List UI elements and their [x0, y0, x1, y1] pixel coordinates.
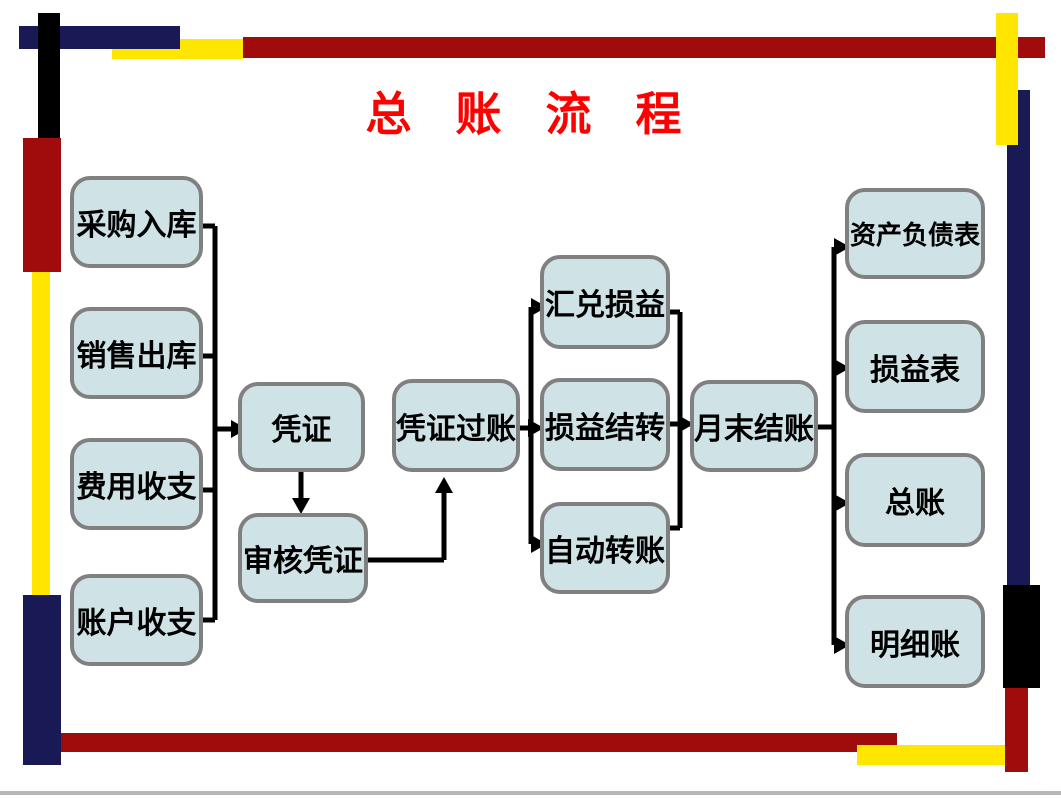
node-month-end-closing: 月末结账	[690, 380, 818, 472]
deco-bottom-yellow-bar	[857, 745, 1006, 765]
node-label: 审核凭证	[243, 544, 363, 579]
node-label: 账户收支	[76, 606, 197, 641]
deco-top-red-bar	[243, 37, 1045, 58]
node-general-ledger: 总账	[845, 453, 985, 547]
node-label: 损益结转	[545, 410, 665, 446]
page-title: 总 账 流 程	[365, 87, 696, 141]
deco-right-red-bar	[1005, 688, 1028, 772]
connector-month-end-to-reports	[818, 238, 850, 654]
node-detail-ledger: 明细账	[845, 595, 985, 688]
node-label: 损益表	[870, 352, 960, 388]
node-voucher: 凭证	[238, 382, 365, 472]
connector-voucher-to-audit	[292, 472, 310, 514]
node-voucher-audit: 审核凭证	[238, 513, 368, 603]
deco-left-yellow-bar	[32, 272, 50, 595]
node-label: 明细账	[870, 627, 960, 663]
node-label: 自动转账	[545, 534, 665, 569]
deco-bottom-red-bar	[61, 733, 897, 752]
node-voucher-posting: 凭证过账	[392, 379, 520, 472]
node-label: 汇兑损益	[545, 288, 665, 323]
deco-left-red-block	[23, 138, 61, 272]
node-label: 月末结账	[694, 412, 814, 447]
node-label: 资产负债表	[849, 221, 980, 251]
node-label: 总账	[885, 486, 945, 521]
bottom-divider-line	[0, 791, 1061, 795]
node-auto-transfer: 自动转账	[540, 502, 670, 594]
node-purchase-inbound: 采购入库	[70, 176, 203, 268]
node-balance-sheet: 资产负债表	[845, 188, 985, 279]
node-label: 销售出库	[76, 339, 197, 374]
node-profit-loss-carryover: 损益结转	[540, 378, 670, 471]
deco-topleft-black-bar	[38, 13, 60, 138]
node-income-statement: 损益表	[845, 320, 985, 413]
node-label: 费用收支	[76, 470, 197, 505]
deco-right-navy-bar	[1007, 90, 1030, 585]
node-label: 凭证	[271, 413, 332, 448]
connector-audit-to-posting	[366, 477, 453, 563]
node-sales-outbound: 销售出库	[70, 307, 203, 399]
deco-right-black-block	[1003, 585, 1040, 688]
node-label: 采购入库	[76, 208, 197, 243]
node-exchange-gain-loss: 汇兑损益	[540, 255, 670, 349]
node-account-income: 账户收支	[70, 574, 203, 666]
node-expense-income: 费用收支	[70, 438, 203, 530]
deco-left-navy-block	[23, 595, 61, 765]
node-label: 凭证过账	[396, 411, 516, 447]
deco-topright-yellow-bar	[996, 13, 1018, 145]
